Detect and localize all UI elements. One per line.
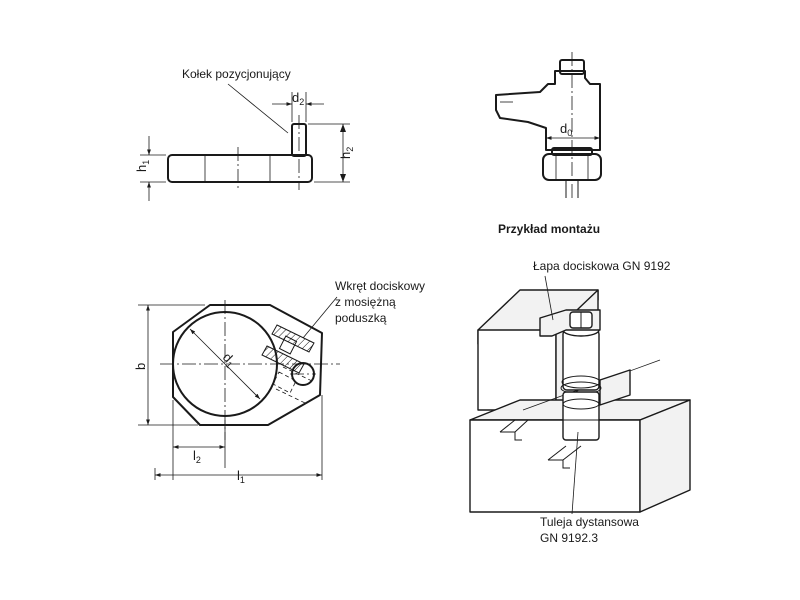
label-clamping-screw: Wkręt dociskowy z mosiężną poduszką xyxy=(335,279,428,325)
dim-l1: l1 xyxy=(237,468,245,485)
plan-view: d1 b l2 l1 Wkręt docisko xyxy=(133,279,428,485)
dim-d0: d0 xyxy=(560,121,572,138)
dim-l2: l2 xyxy=(193,448,201,465)
mounting-example: Przykład montażu Łapa dociskowa GN 9 xyxy=(469,222,691,545)
side-view: h1 h2 d2 Kołek pozycjonujący xyxy=(134,67,355,201)
dim-d1: d1 xyxy=(218,350,239,371)
label-clamp-arm: Łapa dociskowa GN 9192 xyxy=(533,259,671,273)
label-spacer: Tuleja dystansowa GN 9192.3 xyxy=(540,515,642,545)
dim-h2: h2 xyxy=(338,147,355,159)
dim-d2: d2 xyxy=(292,90,304,107)
dim-b: b xyxy=(133,363,148,370)
dim-h1: h1 xyxy=(134,160,151,172)
clamp-side-view: d0 xyxy=(495,52,602,200)
mounting-example-title: Przykład montażu xyxy=(498,222,600,236)
label-positioning-pin: Kołek pozycjonujący xyxy=(182,67,291,81)
